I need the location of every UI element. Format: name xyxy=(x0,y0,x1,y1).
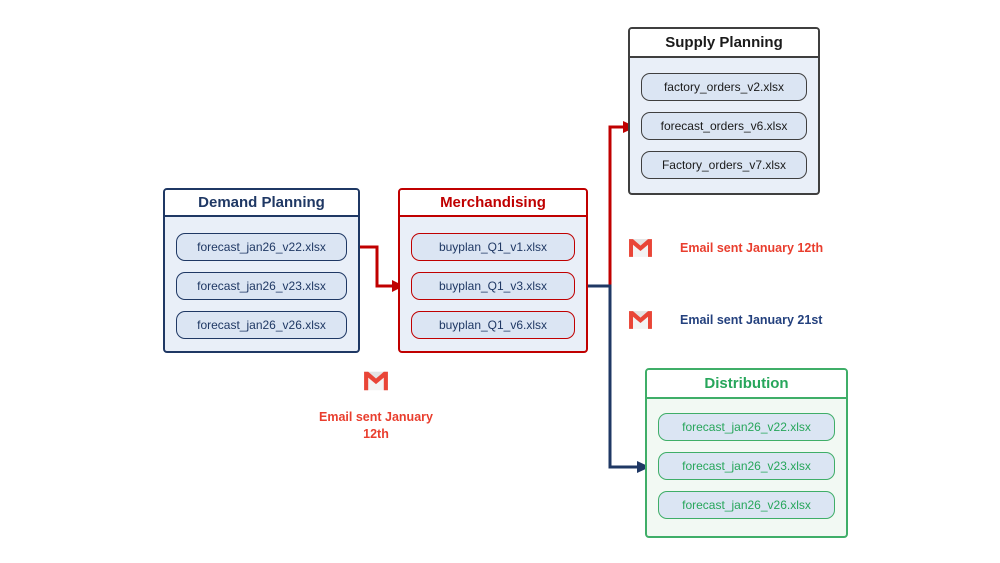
file-node-forecast-v22: forecast_jan26_v22.xlsx xyxy=(176,233,347,261)
email-label-line2: 12th xyxy=(363,427,389,441)
file-node-dist-forecast-v23: forecast_jan26_v23.xlsx xyxy=(658,452,835,480)
demand-planning-files: forecast_jan26_v22.xlsx forecast_jan26_v… xyxy=(165,217,358,339)
email-annotation-merchandising: Email sent January 12th xyxy=(294,369,458,443)
file-node-forecast-v23: forecast_jan26_v23.xlsx xyxy=(176,272,347,300)
file-node-factory-orders-v2: factory_orders_v2.xlsx xyxy=(641,73,807,101)
supply-planning-files: factory_orders_v2.xlsx forecast_orders_v… xyxy=(630,58,818,179)
file-node-forecast-orders-v6: forecast_orders_v6.xlsx xyxy=(641,112,807,140)
demand-planning-group: Demand Planning forecast_jan26_v22.xlsx … xyxy=(163,188,360,353)
email-label-january-12th: Email sent January 12th xyxy=(680,241,824,255)
gmail-icon xyxy=(629,239,652,257)
supply-planning-group: Supply Planning factory_orders_v2.xlsx f… xyxy=(628,27,820,195)
file-node-factory-orders-v7: Factory_orders_v7.xlsx xyxy=(641,151,807,179)
email-annotation-distribution: Email sent January 21st xyxy=(628,309,822,331)
file-node-dist-forecast-v26: forecast_jan26_v26.xlsx xyxy=(658,491,835,519)
gmail-icon xyxy=(629,311,652,329)
email-label-line1: Email sent January xyxy=(319,410,433,424)
distribution-files: forecast_jan26_v22.xlsx forecast_jan26_v… xyxy=(647,399,846,519)
email-annotation-supply: Email sent January 12th xyxy=(628,237,823,259)
distribution-title: Distribution xyxy=(647,370,846,399)
demand-planning-title: Demand Planning xyxy=(165,190,358,217)
supply-planning-title: Supply Planning xyxy=(630,29,818,58)
gmail-icon xyxy=(364,371,388,391)
email-label-january-12th-below: Email sent January 12th xyxy=(319,409,433,443)
merchandising-title: Merchandising xyxy=(400,190,586,217)
file-node-buyplan-v6: buyplan_Q1_v6.xlsx xyxy=(411,311,575,339)
merchandising-files: buyplan_Q1_v1.xlsx buyplan_Q1_v3.xlsx bu… xyxy=(400,217,586,339)
email-label-january-21st: Email sent January 21st xyxy=(680,313,823,327)
file-node-dist-forecast-v22: forecast_jan26_v22.xlsx xyxy=(658,413,835,441)
distribution-group: Distribution forecast_jan26_v22.xlsx for… xyxy=(645,368,848,538)
file-node-buyplan-v3: buyplan_Q1_v3.xlsx xyxy=(411,272,575,300)
merchandising-group: Merchandising buyplan_Q1_v1.xlsx buyplan… xyxy=(398,188,588,353)
file-node-forecast-v26: forecast_jan26_v26.xlsx xyxy=(176,311,347,339)
file-node-buyplan-v1: buyplan_Q1_v1.xlsx xyxy=(411,233,575,261)
